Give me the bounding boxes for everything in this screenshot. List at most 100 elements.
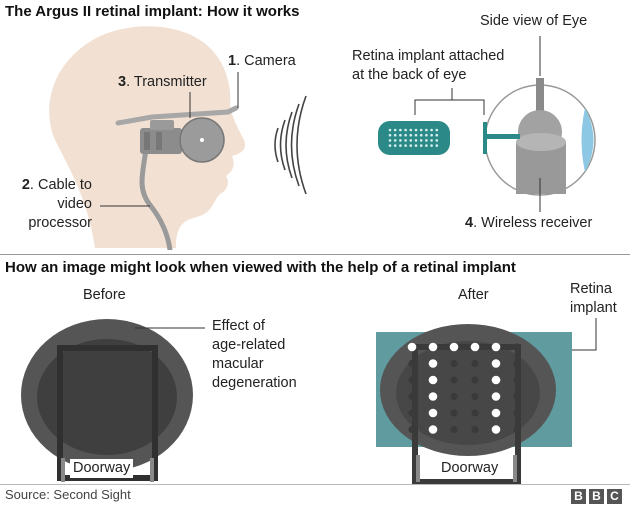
electrode-dot [435,133,439,137]
phosphene-dot-lit [491,408,501,418]
phosphene-dot-lit [428,392,438,401]
phosphene-dot-lit [491,425,501,434]
transmitter [140,120,182,154]
electrode-dot [419,128,423,132]
electrode-dot [409,133,413,137]
cable-text-1: . Cable to [29,177,92,193]
electrode-dot [399,139,402,142]
electrode-dot [435,144,439,147]
electrode-dot [404,139,407,142]
implant-text-1: Retina implant attached [352,48,505,64]
electrode-dot [435,139,439,142]
phosphene-dot-dim [471,425,479,434]
camera-number: 1 [228,53,237,69]
phosphene-dot-dim [408,409,416,417]
phosphene-dot-dim [408,392,416,401]
retina-text-1: Retina [570,281,612,297]
electrode-dot [399,133,402,137]
phosphene-dot-dim [408,425,416,434]
phosphene-dot-lit [470,342,480,352]
phosphene-dot-lit [491,342,501,352]
implant-label: Retina implant attached at the back of e… [352,47,504,85]
electrode-dot [393,144,397,147]
section-divider [0,254,630,255]
electrode-dot [414,128,418,132]
electrode-dot [419,144,423,147]
electrode-dot [388,128,392,132]
wireless-waves [274,95,307,195]
phosphene-dots [407,342,521,434]
side-view-label: Side view of Eye [480,13,588,29]
electrode-dot [388,139,392,142]
cable-text-3: processor [28,215,92,231]
receiver-text: . Wireless receiver [473,215,593,231]
bbc-logo: B B C [571,489,622,504]
electrode-dot [399,144,402,147]
implant-bracket [414,88,485,115]
amd-text-4: degeneration [212,375,297,391]
phosphene-dot-lit [428,408,438,418]
doorway-after-label: Doorway [438,459,502,478]
camera-text: . Camera [236,53,296,69]
electrode-dot [404,133,407,137]
camera-label: 1. Camera [228,52,296,71]
electrode-dot [404,144,407,147]
source-text: Source: Second Sight [5,487,131,502]
amd-label: Effect of age-related macular degenerati… [212,317,297,393]
electrode-dot [388,133,392,137]
phosphene-dot-lit [449,342,459,352]
receiver-label: 4. Wireless receiver [465,214,592,233]
top-title: The Argus II retinal implant: How it wor… [5,3,300,20]
bbc-logo-c: C [607,489,622,504]
transmitter-label: 3. Transmitter [118,73,207,92]
phosphene-dot-dim [513,359,521,368]
electrode-dot [414,139,418,142]
electrode-dot [425,144,428,147]
phosphene-dot-dim [450,376,458,384]
footer-divider [0,484,630,485]
phosphene-dot-lit [428,375,438,385]
amd-text-1: Effect of [212,318,265,334]
electrode-dot [399,128,402,132]
phosphene-dot-dim [513,409,521,417]
electrode-dot [409,139,413,142]
retina-text-2: implant [570,300,617,316]
electrode-dot [393,133,397,137]
electrode-dot [430,133,433,137]
electrode-dot [425,128,428,132]
transmitter-text: . Transmitter [126,74,207,90]
phosphene-dot-dim [471,409,479,417]
amd-text-3: macular [212,356,264,372]
after-label: After [458,287,489,303]
electrode-dot [425,139,428,142]
phosphene-dot-dim [513,392,521,401]
phosphene-dot-lit [428,342,438,352]
phosphene-dot-lit [491,392,501,401]
electrode-dot [414,133,418,137]
implant-text-2: at the back of eye [352,67,467,83]
retina-implant-label: Retina implant [570,280,617,318]
electrode-dot [425,133,428,137]
phosphene-dot-dim [513,376,521,384]
bottom-title: How an image might look when viewed with… [5,259,516,276]
electrode-dot [419,133,423,137]
phosphene-dot-lit [491,375,501,385]
phosphene-dot-dim [450,359,458,368]
cable-number: 2 [21,177,30,193]
cable-label: 2. Cable to video processor [8,176,92,233]
phosphene-dot-dim [450,392,458,401]
electrode-dot [419,139,423,142]
bbc-logo-b1: B [571,489,586,504]
argus-system-diagram [49,26,596,250]
eye-side-view [483,78,596,196]
phosphene-dot-dim [513,425,521,434]
electrode-dot [435,128,439,132]
before-label: Before [83,287,126,303]
phosphene-dot-lit [428,359,438,368]
phosphene-dot-lit [407,342,417,352]
bbc-logo-b2: B [589,489,604,504]
electrode-dot [430,128,433,132]
implant-electrode-dots [388,128,439,147]
before-view [21,319,193,482]
cable [139,147,173,250]
